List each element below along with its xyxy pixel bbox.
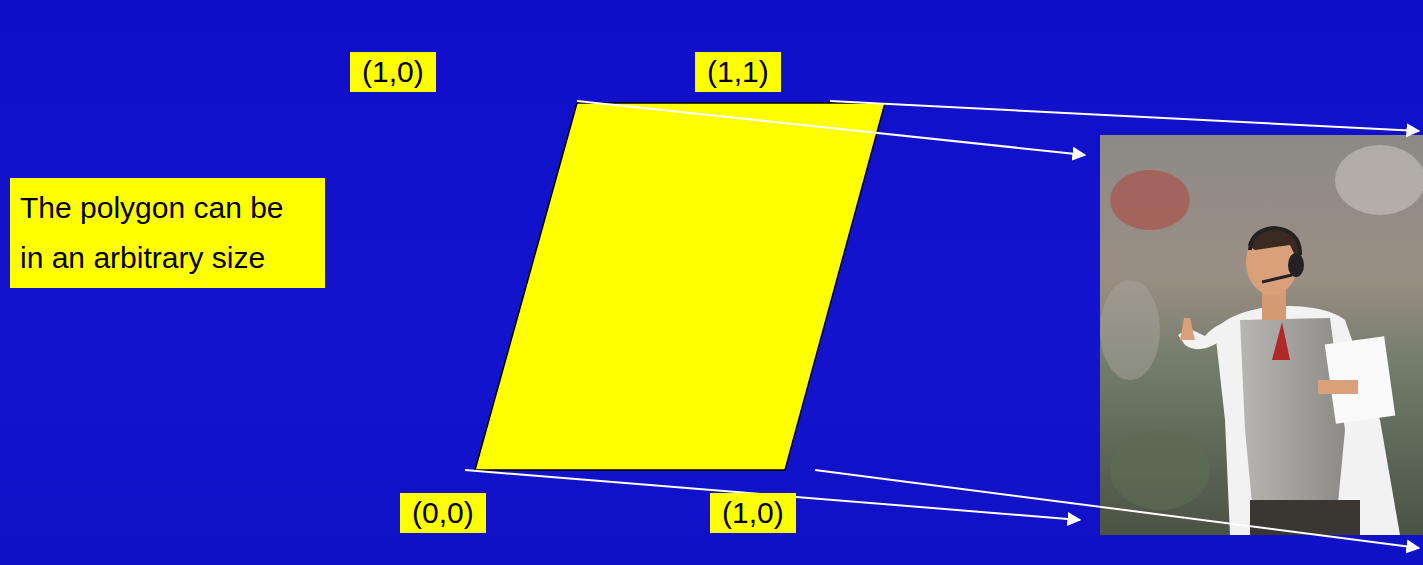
note-box: The polygon can be in an arbitrary size <box>10 178 325 288</box>
coordinate-label: (1,1) <box>695 52 781 92</box>
mapping-arrow <box>815 470 1419 548</box>
textured-polygon <box>475 103 885 470</box>
coordinate-label: (1,0) <box>710 493 796 533</box>
node-text: (0,0) <box>412 493 474 533</box>
node-text: (1,1) <box>707 52 769 92</box>
photo <box>1100 135 1423 535</box>
node-text: (1,0) <box>722 493 784 533</box>
mapping-arrow <box>830 101 1419 131</box>
node-text: The polygon can be in an arbitrary size <box>20 183 315 283</box>
coordinate-label: (0,0) <box>400 493 486 533</box>
mapping-arrow <box>577 101 1085 155</box>
coordinate-label: (1,0) <box>350 52 436 92</box>
node-text: (1,0) <box>362 52 424 92</box>
